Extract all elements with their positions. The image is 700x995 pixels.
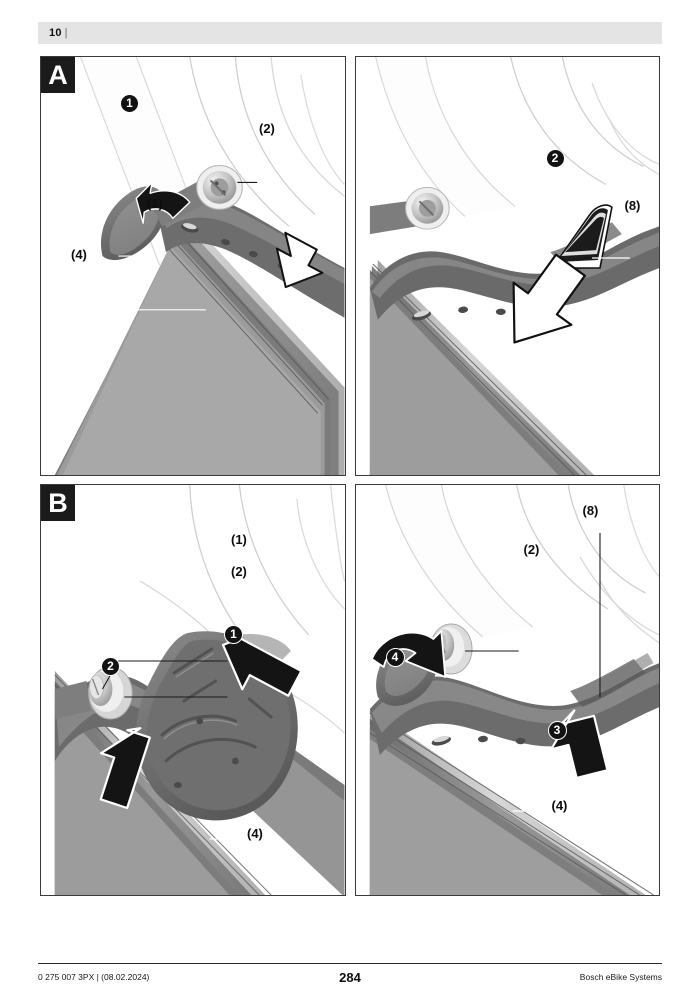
footer-divider bbox=[38, 963, 662, 964]
footer-page-number: 284 bbox=[339, 969, 361, 985]
part-label-a-right-8: (8) bbox=[624, 198, 641, 213]
part-label-b-left-1: (1) bbox=[231, 532, 247, 547]
leader-lines bbox=[464, 533, 601, 697]
part-label-a-left-2: (2) bbox=[259, 121, 275, 136]
section-badge-a: A bbox=[41, 57, 75, 93]
footer-brand: Bosch eBike Systems bbox=[579, 972, 662, 982]
step-badge-b-right-4: 4 bbox=[385, 648, 405, 667]
step-badge-a-left-1: 1 bbox=[120, 94, 139, 113]
footer-document-id: 0 275 007 3PX | (08.02.2024) bbox=[38, 972, 150, 982]
part-label-b-left-4: (4) bbox=[247, 826, 263, 841]
part-label-a-left-1: (1) bbox=[147, 196, 163, 211]
battery-rail bbox=[54, 220, 345, 475]
figure-panel-a-left: A 1 (2) (1) (4) bbox=[40, 56, 346, 476]
frame-outline-group bbox=[139, 485, 345, 734]
bolt-head-part-2 bbox=[196, 164, 243, 210]
page-header-bar: 10 | bbox=[38, 22, 662, 44]
figure-b-right-illustration bbox=[369, 485, 659, 895]
bolt-assembly-parts-1-2 bbox=[54, 666, 133, 720]
part-label-b-right-4: (4) bbox=[551, 798, 568, 813]
curved-arrow-up-left bbox=[135, 181, 191, 224]
figure-panel-b-left: B (1) (2) (4) 2 1 bbox=[40, 484, 346, 896]
outline-arrow-down-right bbox=[275, 231, 324, 289]
step-badge-b-left-2: 2 bbox=[101, 657, 120, 676]
figure-panel-b-right: (8) (2) (4) 4 3 bbox=[354, 484, 660, 896]
page-footer: 0 275 007 3PX | (08.02.2024) 284 Bosch e… bbox=[38, 968, 662, 986]
part-label-a-left-4: (4) bbox=[71, 247, 87, 262]
figure-a-left-illustration bbox=[54, 57, 345, 475]
step-badge-b-left-1: 1 bbox=[224, 625, 243, 644]
part-label-b-right-8: (8) bbox=[582, 503, 599, 518]
step-badge-b-right-3: 3 bbox=[547, 721, 567, 740]
figure-b-left-illustration bbox=[54, 485, 345, 895]
part-label-b-right-2: (2) bbox=[523, 542, 540, 557]
header-separator: | bbox=[64, 27, 68, 39]
figure-panel-a-right: 2 (8) bbox=[354, 56, 660, 476]
step-badge-a-right-2: 2 bbox=[545, 149, 565, 168]
figure-a-right-illustration bbox=[369, 57, 659, 475]
outline-arrow-down-right-large bbox=[511, 253, 586, 344]
black-arrow-down-left bbox=[221, 637, 303, 697]
figure-row-a: A 1 (2) (1) (4) bbox=[40, 56, 660, 476]
bolt-head-part-2 bbox=[369, 186, 450, 235]
header-chapter-number: 10 bbox=[49, 27, 62, 39]
cover-strip-part-8 bbox=[551, 204, 613, 269]
figure-row-b: B (1) (2) (4) 2 1 bbox=[40, 484, 660, 896]
part-label-b-left-2: (2) bbox=[231, 564, 247, 579]
black-arrow-up-left bbox=[99, 727, 151, 810]
section-badge-b: B bbox=[41, 485, 75, 521]
